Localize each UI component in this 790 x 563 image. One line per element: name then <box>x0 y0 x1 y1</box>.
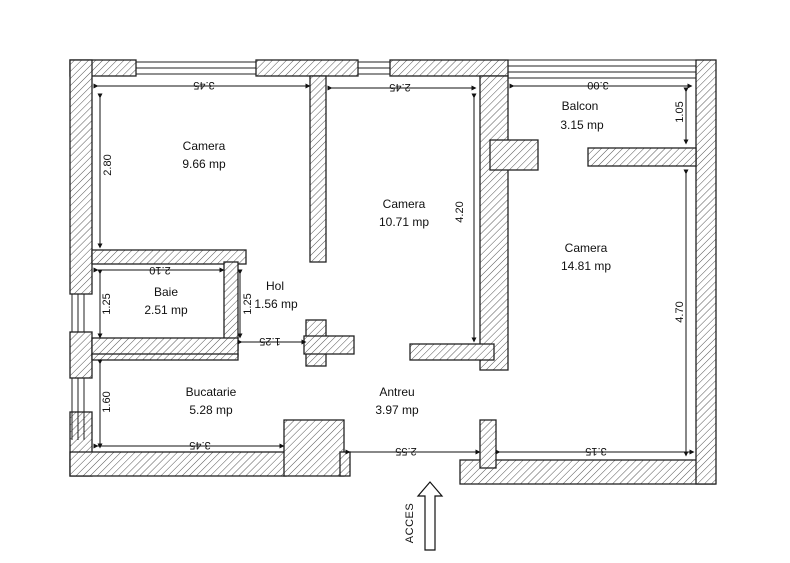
dim-hol-width: 1.25 <box>259 335 280 347</box>
wall-top-mid <box>255 59 359 77</box>
dim-camera2-height: 4.20 <box>454 201 466 222</box>
window-left-baie <box>71 294 85 332</box>
room-balcon-area: 3.15 mp <box>560 118 604 132</box>
wall-left-upper <box>69 59 93 295</box>
access-arrow-icon <box>416 481 444 551</box>
wall-left-lower <box>69 331 93 379</box>
room-labels: Camera 9.66 mp Camera 10.71 mp Balcon 3.… <box>144 99 611 417</box>
wall-bottom-left <box>69 451 287 477</box>
room-camera1-area: 9.66 mp <box>182 157 226 171</box>
wall-bucatarie-top <box>91 353 239 361</box>
wall-baie-bottom <box>91 337 239 357</box>
wall-hol-cross <box>303 335 355 355</box>
dimension-labels: 3.45 2.45 3.00 2.80 4.20 1.05 4.70 2.10 … <box>101 79 686 457</box>
dim-camera1-width: 3.45 <box>193 79 214 91</box>
dim-baie-width: 2.10 <box>149 264 170 276</box>
wall-bottom-mid <box>339 451 351 477</box>
room-antreu-name: Antreu <box>379 385 414 399</box>
dim-balcon-width: 3.00 <box>587 79 608 91</box>
window-left-bucatarie <box>71 378 85 440</box>
windows <box>71 59 696 440</box>
dim-camera3-height: 4.70 <box>674 301 686 322</box>
dim-camera2-width: 2.45 <box>389 81 410 93</box>
window-top-mid <box>358 61 390 75</box>
wall-camera1-bottom <box>91 249 247 265</box>
dim-bucatarie-height: 1.60 <box>101 391 113 412</box>
dim-hol-height: 1.25 <box>242 293 254 314</box>
dim-camera3-bottom: 3.15 <box>585 445 606 457</box>
window-top-left <box>136 61 256 75</box>
room-camera3-name: Camera <box>565 241 608 255</box>
wall-bottom-right <box>459 459 716 485</box>
room-bucatarie-name: Bucatarie <box>186 385 237 399</box>
room-baie-area: 2.51 mp <box>144 303 188 317</box>
walls <box>69 59 717 485</box>
wall-antreu-camera3 <box>479 419 497 469</box>
wall-camera2-camera3 <box>479 75 509 371</box>
room-camera2-area: 10.71 mp <box>379 215 429 229</box>
wall-balcon-stub <box>489 139 539 171</box>
room-bucatarie-area: 5.28 mp <box>189 403 233 417</box>
dim-antreu-width: 2.55 <box>395 445 416 457</box>
room-balcon-name: Balcon <box>562 99 599 113</box>
room-camera2-name: Camera <box>383 197 426 211</box>
wall-camera2-bottom <box>409 343 495 361</box>
room-hol-area: 1.56 mp <box>254 297 298 311</box>
wall-baie-right <box>223 261 239 351</box>
dim-balcon-height: 1.05 <box>674 101 686 122</box>
room-baie-name: Baie <box>154 285 178 299</box>
dim-bucatarie-width: 3.45 <box>189 439 210 451</box>
room-hol-name: Hol <box>266 279 284 293</box>
dim-camera1-height: 2.80 <box>102 154 114 175</box>
dim-baie-height: 1.25 <box>101 293 113 314</box>
wall-camera1-camera2 <box>309 75 327 263</box>
wall-right <box>695 59 717 485</box>
room-antreu-area: 3.97 mp <box>375 403 419 417</box>
room-camera3-area: 14.81 mp <box>561 259 611 273</box>
window-balcony <box>508 59 696 79</box>
wall-balcon-parapet <box>587 147 697 167</box>
access-label: ACCES <box>404 503 416 543</box>
room-camera1-name: Camera <box>183 139 226 153</box>
wall-top-right-stub <box>389 59 509 77</box>
dimension-lines <box>93 83 695 457</box>
wall-bottom-door-jamb <box>283 419 345 477</box>
access-arrow: ACCES <box>404 481 444 551</box>
